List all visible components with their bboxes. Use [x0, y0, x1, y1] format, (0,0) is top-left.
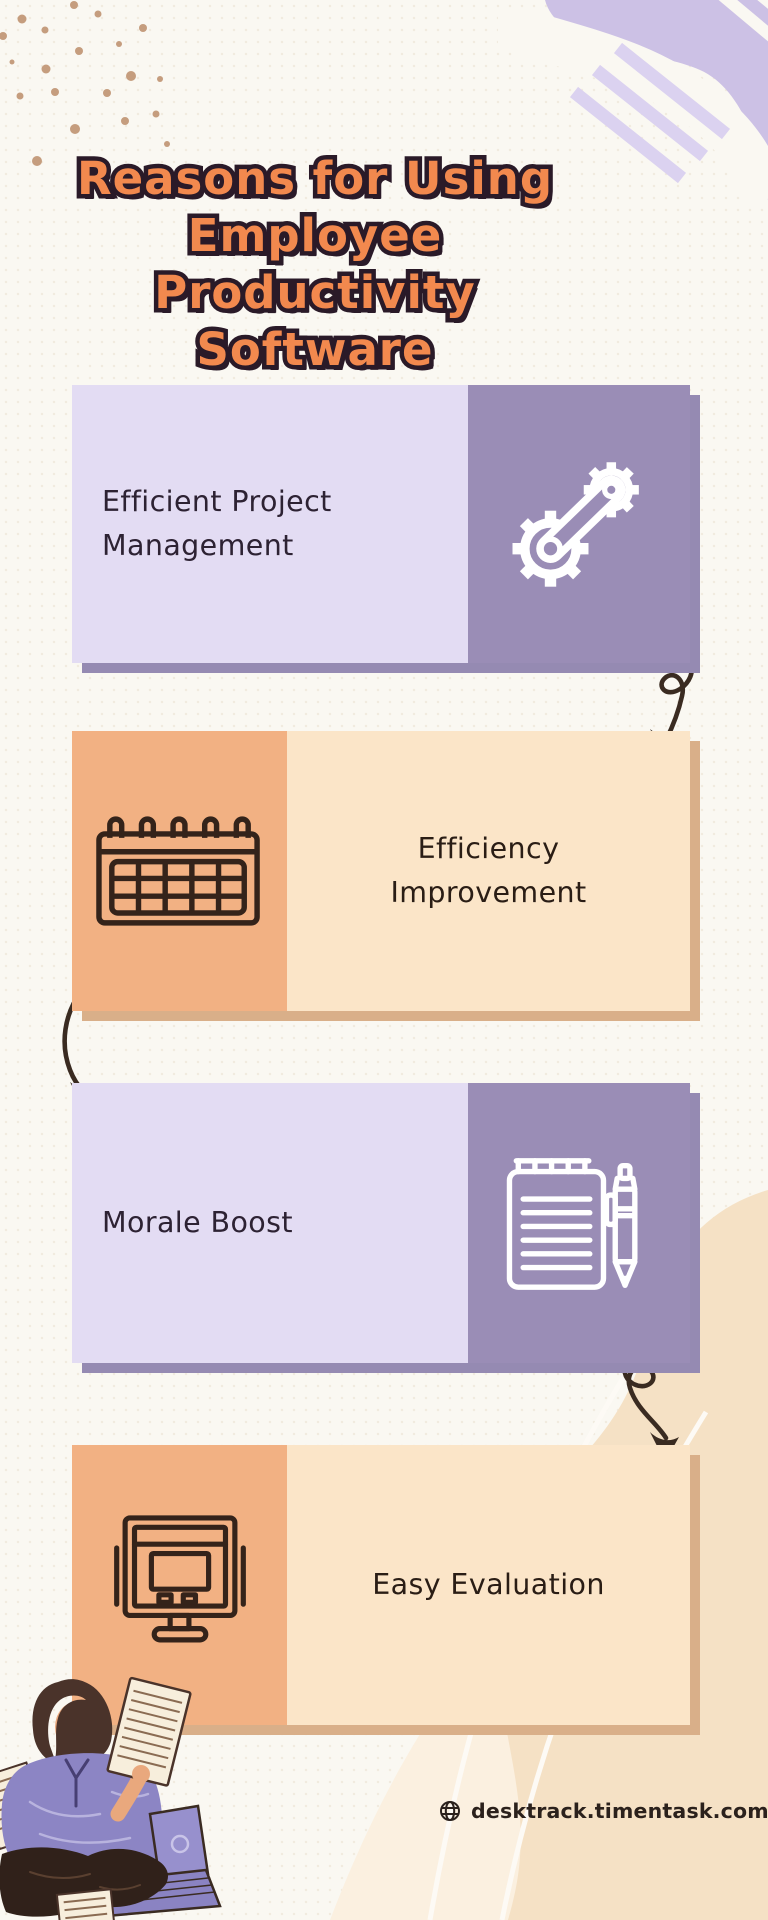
- card-label: Morale Boost: [102, 1206, 293, 1239]
- notepad-pen-icon: [506, 1158, 638, 1290]
- title-line: Software: [196, 323, 434, 376]
- title-line: Productivity: [154, 266, 476, 319]
- card-efficiency-improvement: Efficiency Improvement: [72, 731, 700, 1021]
- monitor-icon: [113, 1515, 246, 1643]
- globe-icon: [440, 1801, 460, 1821]
- card-efficient-project-management: Efficient Project Management: [72, 385, 700, 673]
- title-line: Reasons for Using: [76, 152, 554, 205]
- card-icon-section: [468, 1083, 690, 1363]
- calendar-icon: [95, 816, 260, 926]
- card-text-section: Easy Evaluation: [287, 1445, 690, 1725]
- footer-website: desktrack.timentask.com: [438, 1799, 768, 1823]
- card-morale-boost: Morale Boost: [72, 1083, 700, 1373]
- card-icon-section: [468, 385, 690, 663]
- card-icon-section: [72, 731, 287, 1011]
- card-label: Easy Evaluation: [372, 1568, 605, 1601]
- person-illustration: [0, 1676, 222, 1920]
- title-line: Employee: [187, 209, 443, 262]
- card-label: Efficient Project Management: [102, 485, 332, 562]
- card-text-section: Efficiency Improvement: [287, 731, 690, 1011]
- gears-icon: [512, 462, 639, 587]
- card-label: Efficiency Improvement: [390, 832, 587, 909]
- website-link[interactable]: desktrack.timentask.com: [471, 1799, 768, 1823]
- card-text-section: Efficient Project Management: [72, 385, 468, 663]
- card-text-section: Morale Boost: [72, 1083, 468, 1363]
